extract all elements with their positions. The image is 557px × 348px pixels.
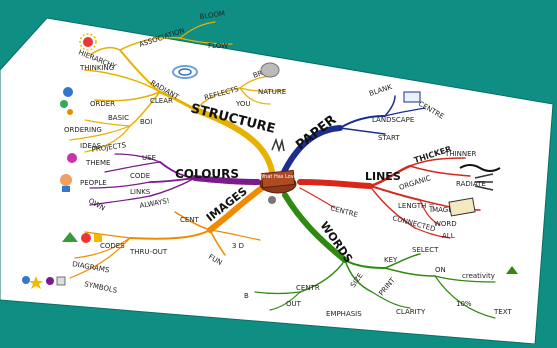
corner-icons [22,276,66,289]
word-nature: NATURE [258,88,286,96]
word-radiate: RADIATE [456,180,486,188]
word-ordering: ORDERING [64,126,102,134]
central-image: What Has Love [259,169,297,204]
word-flow: FLOW [208,42,228,50]
word-theme: THEME [85,159,110,167]
lines-title: LINES [365,170,401,183]
word-you: YOU [235,100,251,108]
central-title: What Has Love [259,174,297,180]
word-clarity: CLARITY [396,308,426,316]
word-emphasis: EMPHASIS [326,310,362,318]
word-word: WORD [434,220,457,228]
word-code: CODE [130,172,150,180]
word-key: KEY [384,256,398,264]
word-b: B [244,292,249,300]
images-branch [69,185,265,279]
word-3d: 3 D [232,242,244,250]
word-people: PEOPLE [80,179,107,187]
word-thinking: THINKING [79,64,114,72]
brain-icon [260,62,280,78]
word-thru-out: THRU-OUT [129,248,168,256]
spiral-icon [172,65,198,79]
word-thinner: THINNER [444,150,476,158]
word-on: ON [435,266,446,274]
symbols-icon [62,232,102,243]
colours-title: COLOURS [175,167,239,181]
word-start: START [378,134,400,142]
words-branch [254,192,496,319]
word-cent: CENT [180,216,200,224]
word-length: LENGTH = [398,202,434,210]
word-bloom: BLOOM [199,10,225,21]
word-select: SELECT [412,246,439,254]
arrow-up-icon [506,266,518,274]
word-use: USE [142,154,156,162]
word-basic: BASIC [108,114,129,122]
word-centr: CENTR [296,284,320,292]
colours-branch [89,153,261,206]
world-icon [60,87,73,115]
word-text: TEXT [493,308,512,316]
word-clear: CLEAR [150,97,173,105]
word-ten-percent: 10% [456,300,472,308]
word-boi: BOI [140,118,152,126]
radiate-icon [474,173,494,191]
word-all: ALL [442,232,455,240]
line-shapes-icon [459,164,501,172]
palette-icon [60,153,77,192]
hand-icon [271,137,285,153]
word-landscape: LANDSCAPE [372,116,414,124]
blank-paper-icon [403,91,421,103]
word-image: IMAGE [430,206,453,214]
envelope-icon [448,197,476,217]
word-order: ORDER [90,100,115,108]
word-out: OUT [286,300,302,308]
word-links: LINKS [130,188,151,196]
word-codes: CODES [100,242,125,250]
paper-branch [281,95,426,175]
sun-icon [79,33,97,51]
word-creativity: creativity [462,272,495,280]
word-ideas: IDEAS [80,142,102,150]
